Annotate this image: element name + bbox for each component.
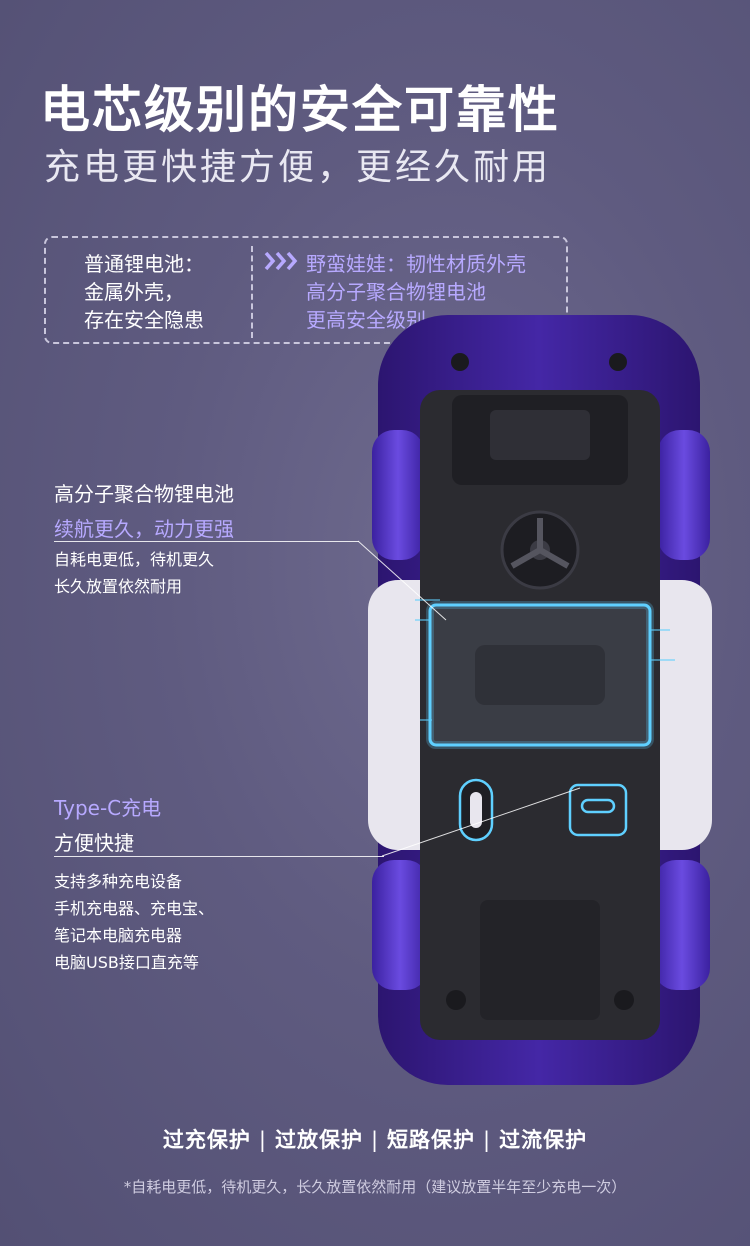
protection-list: 过充保护 | 过放保护 | 短路保护 | 过流保护 [0,1124,750,1154]
feature-typec-desc: 支持多种充电设备 手机充电器、充电宝、 笔记本电脑充电器 电脑USB接口直充等 [54,868,214,976]
comparison-divider [251,246,253,338]
comparison-right-line: 更高安全级别 [306,308,426,332]
page-subtitle: 充电更快捷方便，更经久耐用 [44,147,552,188]
footnote: *自耗电更低，待机更久，长久放置依然耐用（建议放置半年至少充电一次） [123,1178,627,1196]
protection-item: 过流保护 [499,1128,588,1152]
wheel-icon [372,860,428,990]
protection-separator: | [483,1128,492,1152]
protection-item: 过放保护 [274,1128,363,1152]
protection-separator: | [370,1128,380,1152]
wheel-icon [372,430,424,560]
feature-typec-desc-line: 支持多种充电设备 [54,872,183,891]
callout-line-typec [54,856,384,857]
feature-battery: 高分子聚合物锂电池 续航更久，动力更强 [54,478,234,542]
protection-item: 短路保护 [387,1128,476,1152]
comparison-left-line: 金属外壳， [84,280,184,304]
feature-battery-desc-line: 长久放置依然耐用 [54,577,183,596]
feature-typec: Type-C充电 方便快捷 [54,792,161,856]
comparison-right-line: 野蛮娃娃：韧性材质外壳 [306,252,526,276]
protection-separator: | [258,1128,267,1152]
page-title: 电芯级别的安全可靠性 [40,81,560,139]
wheel-icon [654,860,710,990]
feature-typec-desc-line: 笔记本电脑充电器 [54,926,183,945]
comparison-regular-battery: 普通锂电池： 金属外壳， 存在安全隐患 [84,250,204,334]
callout-line-battery [54,541,359,542]
chevrons-right-icon [264,250,298,279]
feature-battery-accent: 续航更久，动力更强 [54,517,234,541]
feature-battery-desc: 自耗电更低，待机更久 长久放置依然耐用 [54,546,214,600]
feature-battery-title: 高分子聚合物锂电池 [54,482,234,506]
feature-typec-desc-line: 手机充电器、充电宝、 [54,899,215,918]
feature-battery-desc-line: 自耗电更低，待机更久 [54,550,215,569]
feature-typec-desc-line: 电脑USB接口直充等 [54,953,199,972]
wheel-icon [658,430,710,560]
protection-item: 过充保护 [162,1128,251,1152]
feature-typec-title: 方便快捷 [54,831,134,855]
callout-pointer-battery [357,540,447,621]
comparison-left-line: 存在安全隐患 [84,308,204,332]
feature-typec-accent: Type-C充电 [54,796,162,820]
toy-car-underside-image [368,315,712,1085]
comparison-right-line: 高分子聚合物锂电池 [306,280,486,304]
callout-pointer-typec [381,787,581,857]
comparison-product-battery: 野蛮娃娃：韧性材质外壳 高分子聚合物锂电池 更高安全级别 [306,250,526,334]
comparison-left-line: 普通锂电池： [84,252,204,276]
comparison-box: 普通锂电池： 金属外壳， 存在安全隐患 野蛮娃娃：韧性材质外壳 高分子聚合物锂电… [44,236,568,344]
